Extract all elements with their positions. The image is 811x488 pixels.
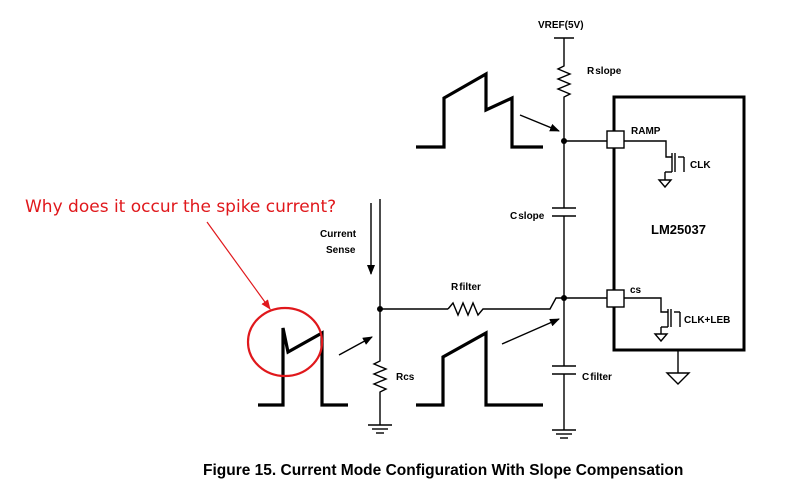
current-sense-waveform (258, 327, 348, 407)
pin-cs (606, 289, 625, 308)
current-sense-label-2: Sense (326, 245, 356, 256)
clk-mosfet-icon (665, 153, 685, 173)
annotation-arrow (206, 221, 271, 310)
clk-label: CLK (690, 160, 711, 171)
ground-clk-icon (657, 179, 673, 189)
current-sense-label-1: Current (320, 229, 357, 240)
annotation-text: Why does it occur the spike current? (25, 197, 336, 217)
annotation-circle (246, 306, 324, 378)
vref-label: VREF(5V) (538, 20, 584, 31)
filtered-waveform-arrow (501, 318, 560, 345)
r-filter-label: Rfilter (451, 282, 481, 293)
ramp-waveform (416, 71, 543, 149)
rcs-label: Rcs (396, 372, 415, 383)
c-slope-label: Cslope (510, 211, 545, 222)
filtered-sense-waveform (416, 330, 543, 407)
ground-rcs-icon (368, 424, 392, 434)
pin-cs-label: cs (630, 285, 642, 296)
chip-lm25037 (612, 95, 746, 352)
sense-waveform-arrow (338, 336, 373, 356)
wire-cs-switch (624, 297, 668, 313)
ground-chip-icon (665, 372, 691, 385)
r-slope-resistor (556, 58, 572, 108)
rcs-resistor (372, 355, 388, 425)
pin-ramp-label: RAMP (631, 126, 661, 137)
c-filter-label: Cfilter (582, 372, 612, 383)
ramp-waveform-arrow (519, 114, 560, 132)
r-slope-label: Rslope (587, 66, 622, 77)
chip-name: LM25037 (651, 222, 706, 237)
clk-leb-mosfet-icon (661, 309, 681, 328)
wire-rfilter-right (488, 297, 564, 310)
pin-ramp (606, 130, 625, 149)
r-filter-resistor (447, 301, 488, 317)
clk-leb-label: CLK+LEB (684, 315, 730, 326)
ground-clkleb-icon (653, 333, 669, 343)
figure-caption: Figure 15. Current Mode Configuration Wi… (203, 462, 683, 479)
wire-ramp-switch (624, 140, 672, 158)
ground-cfilter-icon (552, 429, 576, 439)
